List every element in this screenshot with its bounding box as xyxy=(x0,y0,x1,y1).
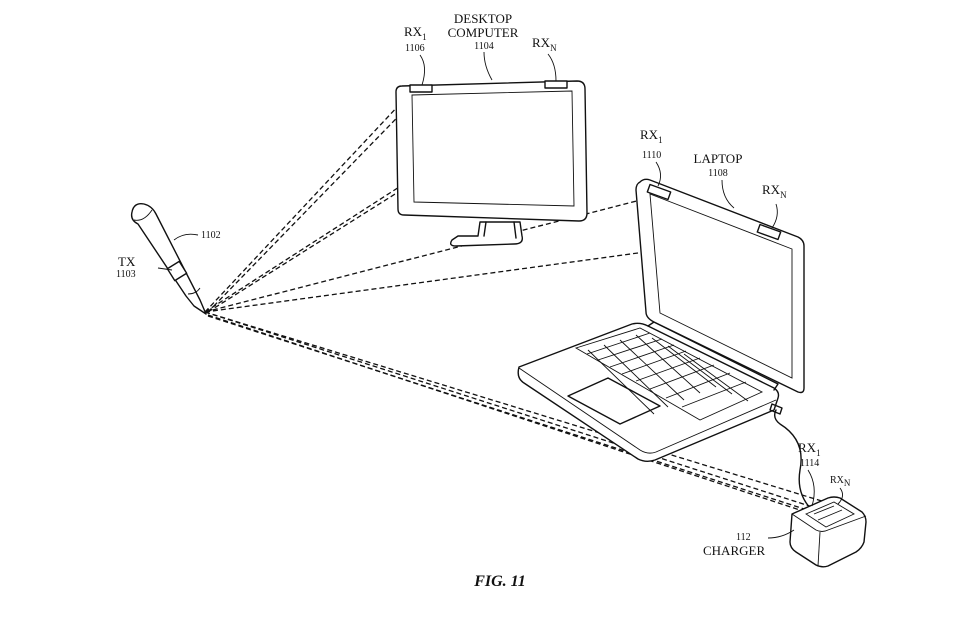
stylus-ref-leader xyxy=(173,233,199,241)
charger-rx1-label: RX1 xyxy=(798,440,821,458)
signal-line-charger-rx1 xyxy=(204,311,823,511)
charger-rxn-label: RXN xyxy=(830,475,851,488)
charger-ref-leader xyxy=(767,529,795,539)
laptop-keyboard-rows xyxy=(586,332,749,415)
charger-rx1-leader xyxy=(807,469,815,507)
desktop-name-line1: DESKTOP xyxy=(454,11,512,26)
laptop-rx1-leader xyxy=(655,161,661,187)
stylus-tip-line xyxy=(187,287,201,295)
signal-line-desktop-rx1-b xyxy=(207,89,425,313)
laptop-rx1-sensor xyxy=(646,183,672,201)
laptop-rxn-label: RXN xyxy=(762,182,787,200)
laptop-name: LAPTOP xyxy=(694,151,743,166)
labels: RX1 1106 DESKTOP COMPUTER 1104 RXN RX1 1… xyxy=(116,11,851,590)
laptop-charger-cable xyxy=(773,409,813,511)
laptop-base-edge xyxy=(518,367,777,454)
laptop-hinge xyxy=(647,321,779,391)
stylus-ref: 1102 xyxy=(201,230,221,241)
desktop-neck xyxy=(483,221,517,239)
desktop-monitor xyxy=(395,80,588,222)
laptop-rxn-leader xyxy=(771,203,778,229)
laptop xyxy=(517,161,813,511)
stylus-tx-module xyxy=(166,260,188,282)
desktop-rx1-leader xyxy=(419,54,425,86)
laptop-ref-leader xyxy=(721,179,735,209)
tx-label: TX xyxy=(118,254,136,269)
desktop-ref-leader xyxy=(483,51,493,81)
figure-caption: FIG. 11 xyxy=(473,573,526,590)
charger-ref: 112 xyxy=(736,532,751,543)
desktop-computer xyxy=(395,51,588,247)
desktop-rxn-label: RXN xyxy=(532,35,557,53)
laptop-rx1-label: RX1 xyxy=(640,127,663,145)
tx-leader xyxy=(157,267,173,271)
desktop-rx1-label: RX1 xyxy=(404,24,427,42)
laptop-screen xyxy=(649,193,793,379)
charger-front-edge xyxy=(817,531,821,567)
charger xyxy=(767,469,867,568)
charger-name: CHARGER xyxy=(703,543,765,558)
desktop-stand xyxy=(449,221,524,247)
tx-ref: 1103 xyxy=(116,269,136,280)
signal-line-charger-rxn-b xyxy=(207,315,833,519)
charger-body xyxy=(789,496,867,568)
stylus-body xyxy=(130,202,207,315)
charger-rx1-ref: 1114 xyxy=(800,458,819,469)
charger-top-edge xyxy=(791,513,867,532)
stylus-cap-line xyxy=(133,209,153,221)
laptop-rx1-ref: 1110 xyxy=(642,150,661,161)
laptop-ref: 1108 xyxy=(708,168,728,179)
desktop-rxn-leader xyxy=(547,53,557,82)
laptop-trackpad xyxy=(567,377,661,425)
desktop-ref: 1104 xyxy=(474,41,494,52)
charger-rxn-leader xyxy=(837,487,843,505)
laptop-rxn-sensor xyxy=(756,223,782,241)
stylus xyxy=(130,202,207,315)
charger-cradle xyxy=(805,501,855,528)
signal-line-desktop-rx1 xyxy=(204,87,416,313)
laptop-keyboard xyxy=(574,327,764,421)
laptop-cable-plug xyxy=(769,403,783,415)
desktop-rxn-sensor xyxy=(544,80,568,89)
desktop-rx1-sensor xyxy=(409,84,433,93)
desktop-screen xyxy=(411,90,575,207)
signal-line-charger-rxn xyxy=(204,311,839,507)
desktop-name-line2: COMPUTER xyxy=(448,25,519,40)
desktop-rx1-ref: 1106 xyxy=(405,43,425,54)
